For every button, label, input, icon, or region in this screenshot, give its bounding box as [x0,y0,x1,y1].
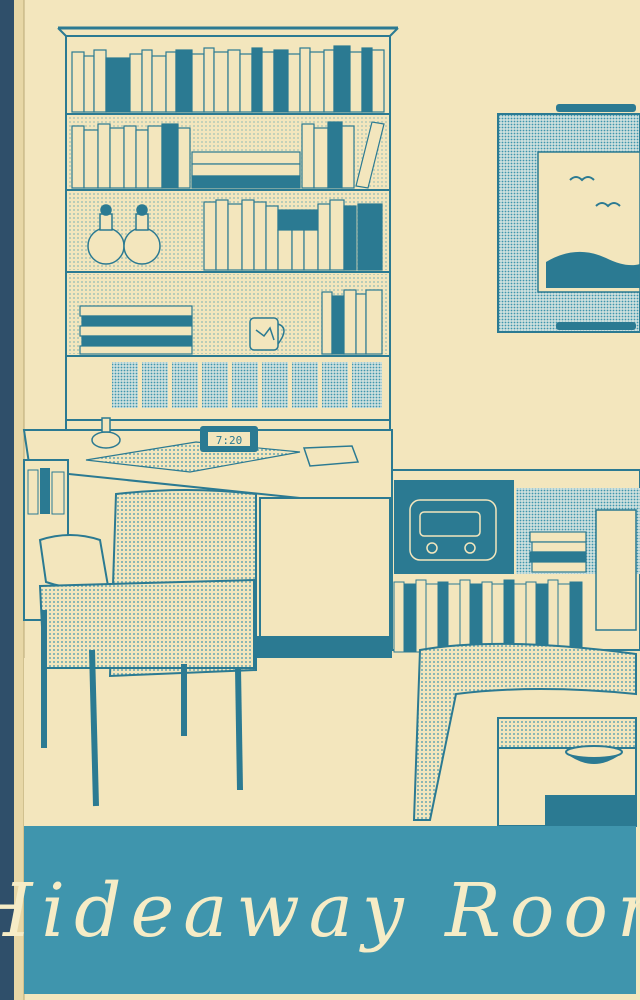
mug [249,317,285,351]
decanters [87,204,161,265]
title-banner [24,826,636,994]
page-title: Hideaway Room [0,868,640,954]
lampshade [595,509,637,631]
book-binding [0,0,25,1000]
stacked-books [79,305,193,355]
stacked-books-cabinet [529,531,587,573]
radio [409,499,497,561]
desk-clock: 7:20 [200,426,258,452]
framed-picture [497,104,640,333]
desk-box [302,445,360,467]
books-fourth-shelf [321,289,383,355]
side-table [497,717,637,827]
desk [22,429,393,659]
sofa-arm [412,642,637,821]
books-lower-row [393,579,583,653]
inkwell [91,417,121,449]
books-second-shelf [71,121,385,189]
books-top-shelf [71,45,385,113]
cubby-panel [65,355,391,421]
clock-display: 7:20 [216,434,243,447]
books-third-shelf [203,199,383,271]
armchair [38,489,257,807]
